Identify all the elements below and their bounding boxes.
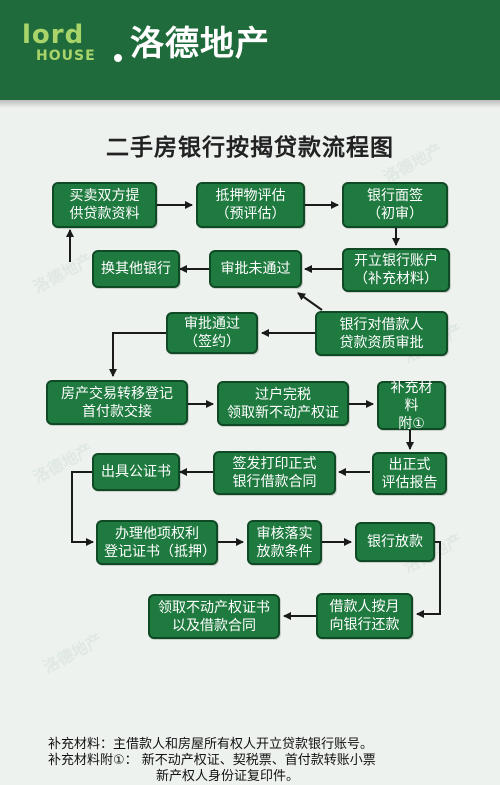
step-text: 签发打印正式 [232,456,317,472]
step-text: 银行放款 [367,534,423,550]
arrow-s17-s18 [416,541,441,618]
logo-house-text: HOUSE [36,48,96,64]
step-text: 出正式 [388,456,431,473]
header-banner: lord HOUSE 洛德地产 [0,0,500,100]
step-notary-certificate: 出具公证书 [92,453,180,491]
logo: lord HOUSE 洛德地产 [22,22,322,72]
note-line: 新产权人身份证复印件。 [156,769,300,784]
step-text: （预评估） [215,206,286,222]
step-approval-passed: 审批通过 （签约） [166,312,258,354]
arrow-s8-s9 [109,332,166,377]
step-text: 审核落实 [256,525,313,542]
company-name: 洛德地产 [130,24,270,64]
step-text: 买卖双方提 [69,188,140,204]
step-monthly-repayment: 借款人按月向银行还款 [316,593,413,639]
step-verify-loan-conditions: 审核落实放款条件 [247,520,322,565]
step-text: 首付款交接 [82,403,152,420]
step-text: 换其他银行 [101,261,171,277]
step-bank-credit-review: 银行对借款人贷款资质审批 [315,311,448,356]
note-line: 补充材料附①： 新不动产权证、契税票、首付款转账小票 [48,753,376,768]
step-text: 审批通过 [184,316,240,332]
step-transfer-registration: 房产交易转移登记首付款交接 [46,380,188,425]
arrow-s7-s5 [297,292,323,311]
header-shadow-strip [0,100,500,108]
step-formal-appraisal-report: 出正式评估报告 [372,452,447,495]
step-title-transfer-tax: 过户完税领取新不动产权证 [217,381,349,426]
step-text: 补充材料 [390,379,433,414]
step-approval-rejected: 审批未通过 [209,250,302,288]
step-text: 银行借款合同 [232,474,317,490]
step-text: 向银行还款 [329,617,400,633]
step-text: （补充材料） [354,271,438,287]
step-text: 抵押物评估 [215,188,286,204]
notes-section: 补充材料：主借款人和房屋所有权人开立贷款银行账号。 补充材料附①： 新不动产权证… [48,737,488,785]
step-sign-loan-contract: 签发打印正式银行借款合同 [213,451,336,495]
step-text: 以及借款合同 [172,617,256,634]
step-text: 银行面签 [367,188,423,204]
step-text: 办理他项权利 [115,525,199,542]
step-collateral-appraisal: 抵押物评估 （预评估） [196,182,305,228]
step-text: 过户完税 [255,386,311,403]
note-line: 补充材料：主借款人和房屋所有权人开立贷款银行账号。 [48,737,374,752]
step-text: 评估报告 [381,474,438,491]
step-switch-bank: 换其他银行 [92,250,180,288]
step-text: 开立银行账户 [354,253,438,269]
step-supplementary-materials: 补充材料附① [377,379,446,432]
step-submit-loan-documents: 买卖双方提供贷款资料 [52,182,157,228]
step-text: 审批未通过 [220,261,291,277]
step-text: 放款条件 [256,543,313,560]
step-text: （签约） [184,334,240,350]
step-text: 借款人按月 [329,599,400,615]
logo-lord-text: lord [22,20,85,50]
step-text: 供贷款资料 [69,206,140,222]
step-mortgage-registration: 办理他项权利登记证书（抵押） [96,520,218,565]
step-text: 领取不动产权证书 [158,599,270,616]
logo-dot [114,54,122,62]
page-title: 二手房银行按揭贷款流程图 [106,135,394,161]
step-text: 银行对借款人 [339,316,424,333]
step-text: 房产交易转移登记 [61,385,173,402]
step-text: 登记证书（抵押） [104,543,216,560]
step-collect-property-certificate: 领取不动产权证书以及借款合同 [148,594,280,639]
step-text: 出具公证书 [101,464,171,480]
step-text: 领取新不动产权证 [227,404,339,421]
step-bank-interview: 银行面签 （初审） [342,182,448,228]
step-open-bank-account: 开立银行账户 （补充材料） [342,248,450,292]
step-text: 附① [398,415,425,432]
step-text: （初审） [367,206,423,222]
step-bank-disbursement: 银行放款 [355,522,435,562]
arrow-s14-s15 [71,471,94,546]
step-text: 贷款资质审批 [339,334,424,351]
